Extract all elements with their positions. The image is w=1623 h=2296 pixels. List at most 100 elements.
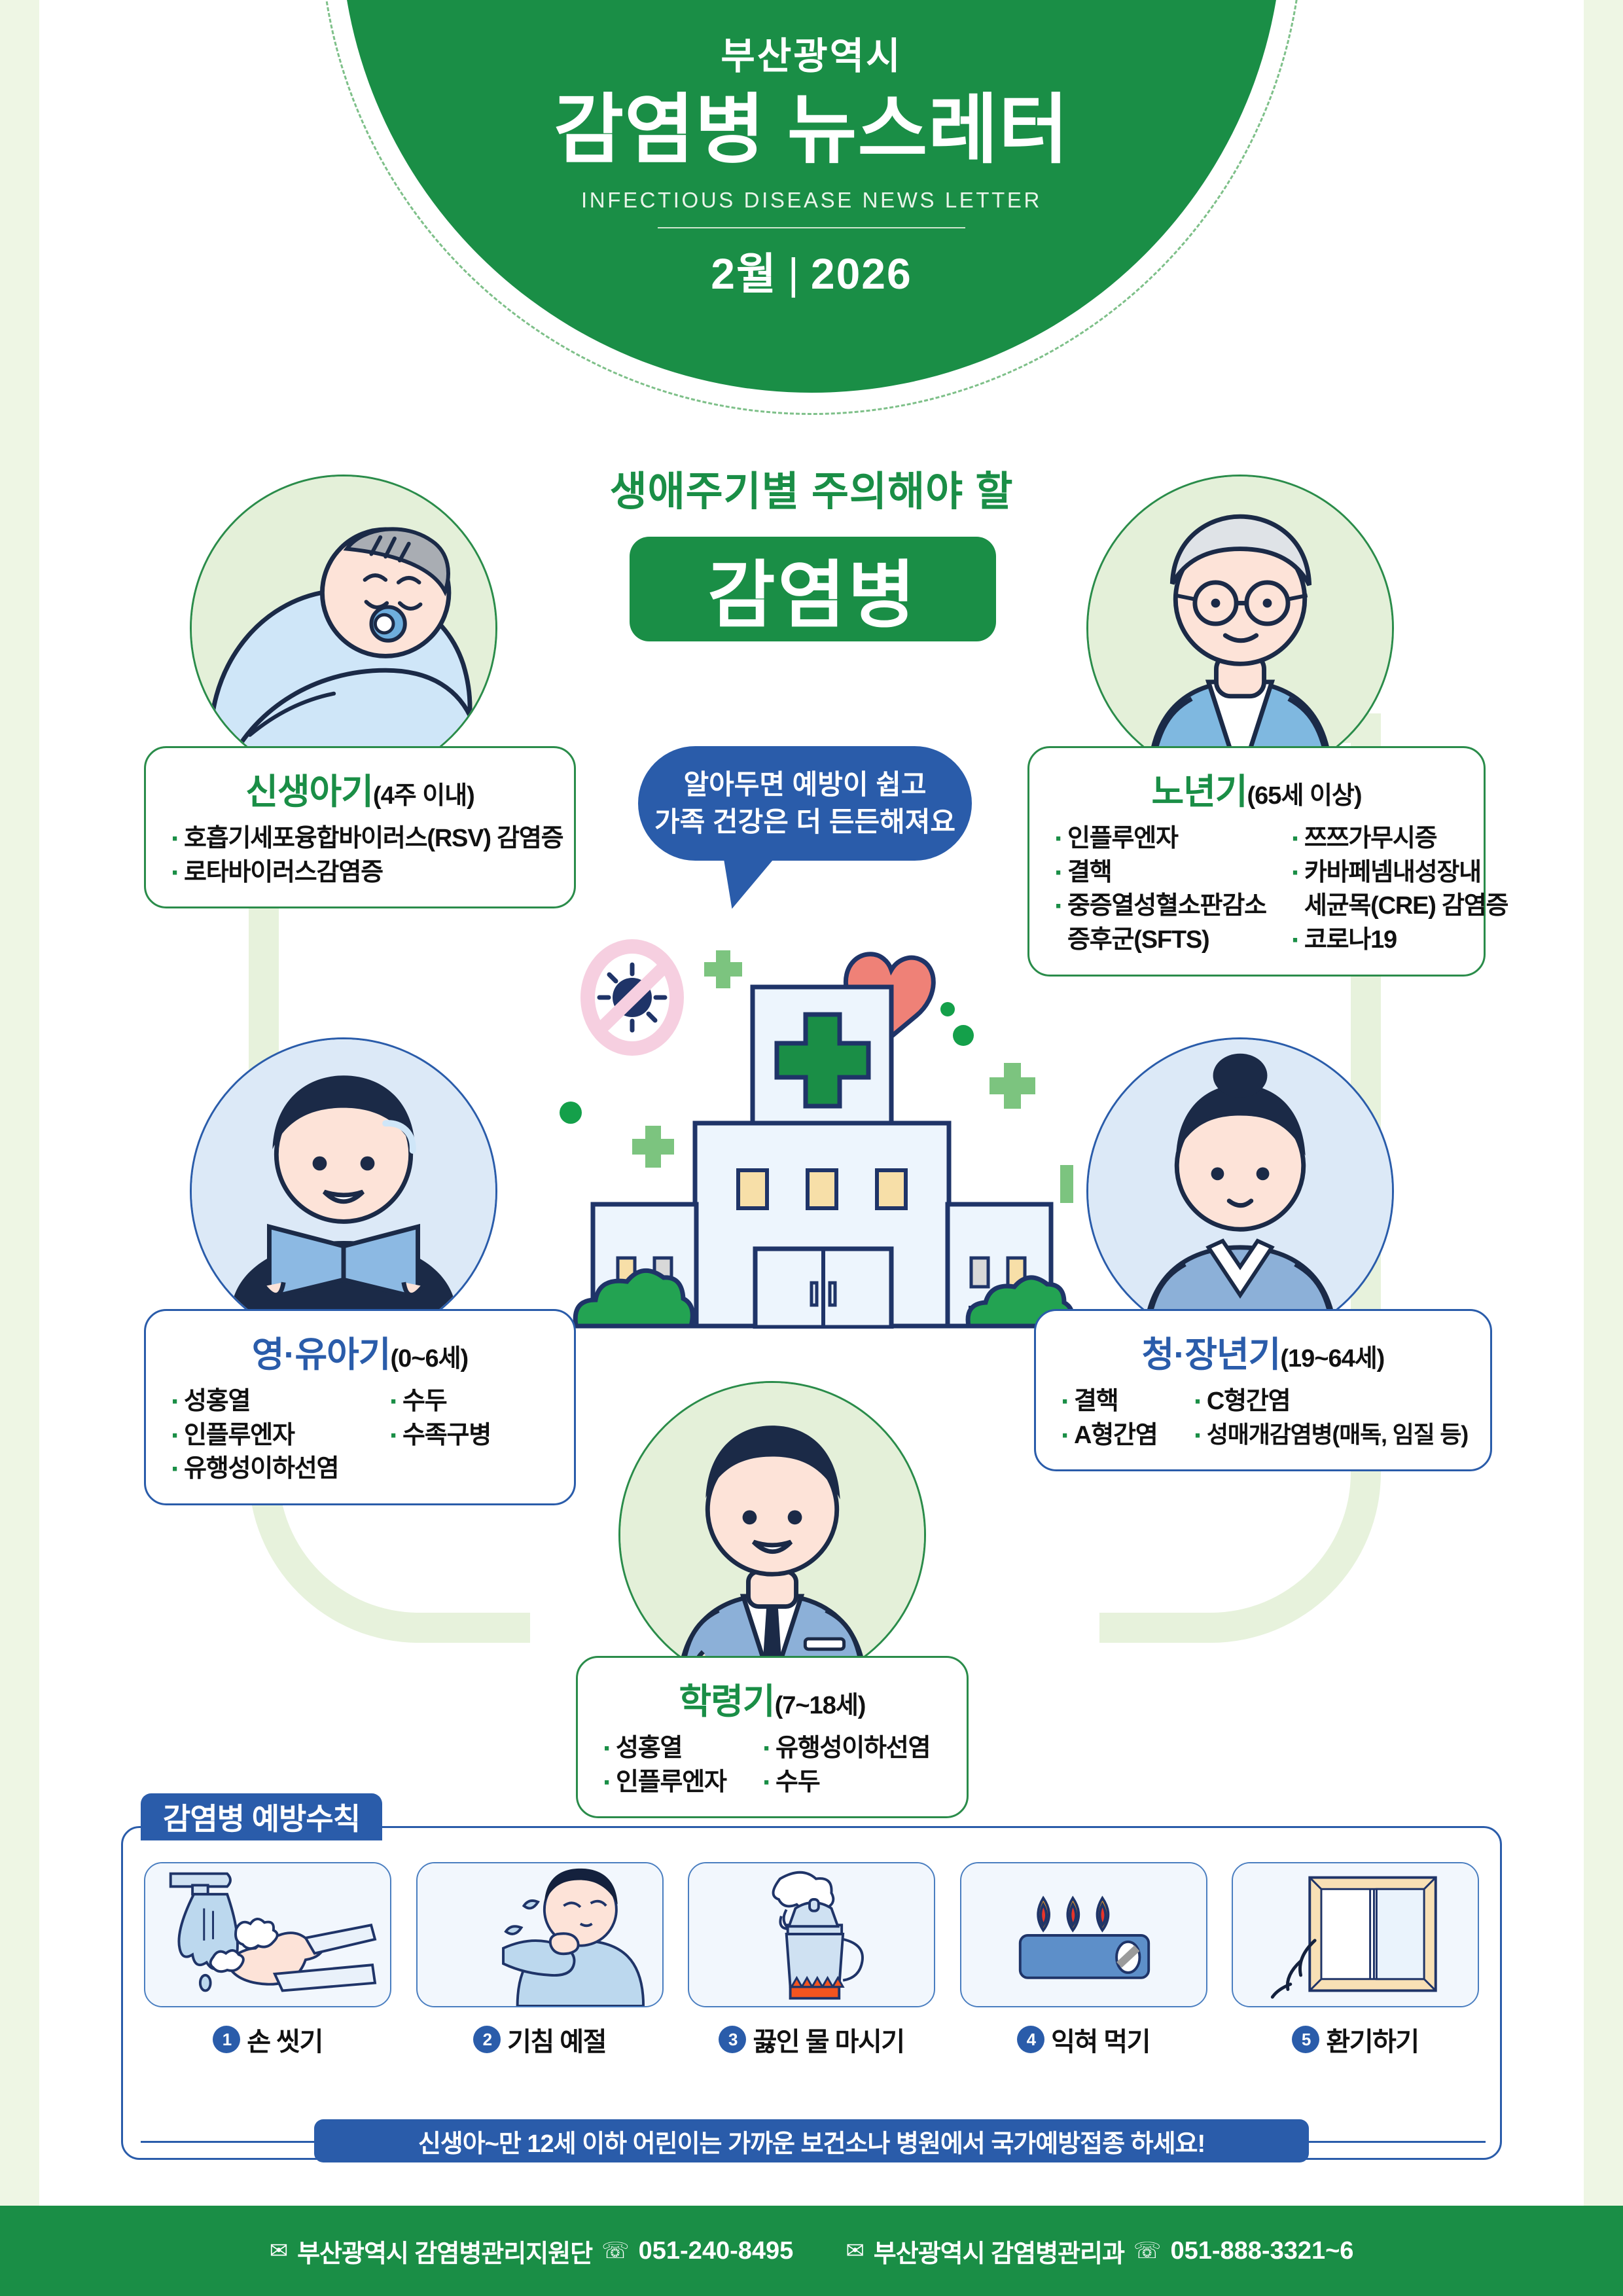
footer-org-2: 부산광역시 감염병관리과 (873, 2240, 1125, 2268)
list-item-continuation: 증후군(SFTS) (1067, 926, 1210, 954)
card-school-title: 학령기(7~18세) (600, 1672, 944, 1724)
vaccination-banner: 신생아~만 12세 이하 어린이는 가까운 보건소나 병원에서 국가예방접종 하… (314, 2119, 1309, 2162)
header-divider (658, 227, 965, 229)
prevention-text-4: 익혀 먹기 (1051, 2028, 1150, 2056)
footer-org-1: 부산광역시 감염병관리지원단 (297, 2240, 593, 2268)
handwashing-icon-frame (144, 1862, 391, 2007)
list-item: 결핵 (1052, 853, 1266, 892)
prevention-label-4: 4 익혀 먹기 (960, 2020, 1207, 2058)
card-school-columns: 성홍열 인플루엔자 유행성이하선염 수두 (600, 1729, 944, 1802)
prevention-label-5: 5 환기하기 (1232, 2020, 1479, 2058)
card-infant-list-left: 성홍열 인플루엔자 유행성이하선염 (168, 1382, 365, 1489)
cooking-stove-icon-frame (959, 1862, 1207, 2007)
header-english-subtitle: INFECTIOUS DISEASE NEWS LETTER (581, 188, 1042, 213)
avatar-adult (1086, 1037, 1394, 1345)
card-elder-list-right: 쯔쯔가무시증 카바페넴내성장내 세균목(CRE) 감염증 코로나19 (1289, 819, 1509, 960)
footer: ✉ 부산광역시 감염병관리지원단 ☏ 051-240-8495 ✉ 부산광역시 … (0, 2206, 1623, 2296)
card-infant-list-right: 수두 수족구병 (387, 1382, 491, 1486)
card-adult-list-right: C형간염 성매개감염병(매독, 임질 등) (1191, 1382, 1469, 1456)
prevention-label-3: 3 끓인 물 마시기 (688, 2020, 935, 2058)
list-item: 중증열성혈소판감소 (1052, 887, 1267, 925)
list-item: 성홍열 (600, 1729, 738, 1768)
card-infant-age: (0~6세) (390, 1345, 469, 1372)
prevention-item-cooked-food[interactable]: 4 익혀 먹기 (959, 1862, 1207, 2056)
prevention-tab-label: 감염병 예방수칙 (163, 1802, 361, 1836)
card-school-stage: 학령기 (679, 1682, 776, 1721)
card-infant-columns: 성홍열 인플루엔자 유행성이하선염 수두 수족구병 (168, 1382, 552, 1489)
footer-contact-1: ✉ 부산광역시 감염병관리지원단 ☏ 051-240-8495 (270, 2233, 794, 2269)
card-elder-columns: 인플루엔자 결핵 중증열성혈소판감소 증후군(SFTS) 쯔쯔가무시증 카바페넴… (1052, 819, 1509, 960)
card-infant-title: 영·유아기(0~6세) (168, 1325, 552, 1377)
list-item: 인플루엔자 (168, 1416, 365, 1455)
footer-contact-2: ✉ 부산광역시 감염병관리과 ☏ 051-888-3321~6 (846, 2233, 1353, 2269)
card-newborn: 신생아기(4주 이내) 호흡기세포융합바이러스(RSV) 감염증 로타바이러스감… (144, 746, 576, 909)
avatar-infant (190, 1037, 497, 1345)
card-school-list-left: 성홍열 인플루엔자 (600, 1729, 738, 1802)
list-item: 코로나19 (1289, 921, 1508, 960)
prevention-number-1: 1 (213, 2026, 241, 2053)
card-adult-title: 청·장년기(19~64세) (1058, 1325, 1468, 1377)
prevention-number-5: 5 (1292, 2026, 1320, 2053)
disease-badge-label: 감염병 (707, 554, 918, 636)
list-item: 수두 (760, 1763, 930, 1802)
list-item: 인플루엔자 (600, 1763, 738, 1802)
mail-icon: ✉ (269, 2238, 289, 2263)
adult-woman-icon (1088, 1039, 1392, 1343)
list-item: 결핵 (1058, 1382, 1169, 1421)
swaddled-baby-icon (192, 476, 495, 780)
card-adult-age: (19~64세) (1280, 1345, 1385, 1372)
no-virus-icon (580, 939, 684, 1056)
card-adult: 청·장년기(19~64세) 결핵 A형간염 C형간염 성매개감염병(매독, 임질… (1034, 1309, 1492, 1472)
list-item: 유행성이하선염 (168, 1450, 365, 1488)
prevention-item-cough[interactable]: 2 기침 예절 (416, 1862, 664, 2056)
card-elder-list-left: 인플루엔자 결핵 중증열성혈소판감소 증후군(SFTS) (1052, 819, 1267, 958)
avatar-newborn (190, 475, 497, 782)
prevention-tab: 감염병 예방수칙 (141, 1793, 383, 1840)
prevention-item-ventilation[interactable]: 5 환기하기 (1232, 1862, 1479, 2056)
card-newborn-list: 호흡기세포융합바이러스(RSV) 감염증 로타바이러스감염증 (168, 819, 564, 892)
vaccination-banner-text: 신생아~만 12세 이하 어린이는 가까운 보건소나 병원에서 국가예방접종 하… (418, 2130, 1205, 2158)
cough-etiquette-icon-frame (416, 1862, 664, 2007)
student-uniform-icon (620, 1383, 924, 1687)
footer-phone-1: 051-240-8495 (638, 2236, 794, 2265)
prevention-item-boiled-water[interactable]: 3 끓인 물 마시기 (688, 1862, 935, 2056)
card-newborn-stage: 신생아기 (245, 772, 374, 812)
boiling-kettle-icon (690, 1863, 933, 2006)
card-infant-stage: 영·유아기 (251, 1335, 391, 1374)
avatar-student (618, 1381, 926, 1689)
list-item: 유행성이하선염 (760, 1729, 931, 1768)
prevention-items: 1 손 씻기 (144, 1862, 1479, 2056)
list-item: 성매개감염병(매독, 임질 등) (1191, 1416, 1469, 1456)
cooking-stove-icon (961, 1863, 1205, 2006)
prevention-text-3: 끓인 물 마시기 (753, 2028, 905, 2056)
cough-etiquette-icon (418, 1863, 662, 2006)
prevention-text-5: 환기하기 (1326, 2028, 1419, 2056)
bubble-line-1: 알아두면 예방이 쉽고 (683, 769, 927, 800)
header-city: 부산광역시 (721, 35, 902, 77)
prevention-number-4: 4 (1017, 2026, 1045, 2053)
open-window-icon (1234, 1863, 1477, 2006)
handwashing-icon (146, 1863, 389, 2006)
banner-rule-left (141, 2141, 324, 2143)
prevention-label-2: 2 기침 예절 (416, 2020, 664, 2058)
card-elder: 노년기(65세 이상) 인플루엔자 결핵 중증열성혈소판감소 증후군(SFTS)… (1027, 746, 1509, 977)
prevention-item-handwashing[interactable]: 1 손 씻기 (144, 1862, 391, 2056)
list-item: A형간염 (1058, 1416, 1169, 1455)
elderly-person-icon (1088, 476, 1392, 780)
prevention-text-1: 손 씻기 (247, 2028, 323, 2056)
bubble-line-2: 가족 건강은 더 든든해져요 (654, 806, 956, 837)
card-adult-list-left: 결핵 A형간염 (1058, 1382, 1169, 1455)
header-year: 2026 (810, 249, 912, 298)
prevention-number-3: 3 (719, 2026, 747, 2053)
banner-rule-right (1302, 2141, 1486, 2143)
phone-icon: ☏ (601, 2238, 630, 2263)
list-item: 호흡기세포융합바이러스(RSV) 감염증 (168, 819, 564, 858)
hospital-illustration (550, 916, 1085, 1330)
prevention-label-1: 1 손 씻기 (144, 2020, 391, 2058)
open-window-icon-frame (1232, 1862, 1479, 2007)
list-item: 인플루엔자 (1052, 819, 1266, 858)
list-item: 수족구병 (387, 1416, 491, 1455)
list-item: C형간염 (1191, 1382, 1468, 1421)
list-item: 쯔쯔가무시증 (1289, 819, 1508, 858)
prevention-number-2: 2 (473, 2026, 501, 2053)
